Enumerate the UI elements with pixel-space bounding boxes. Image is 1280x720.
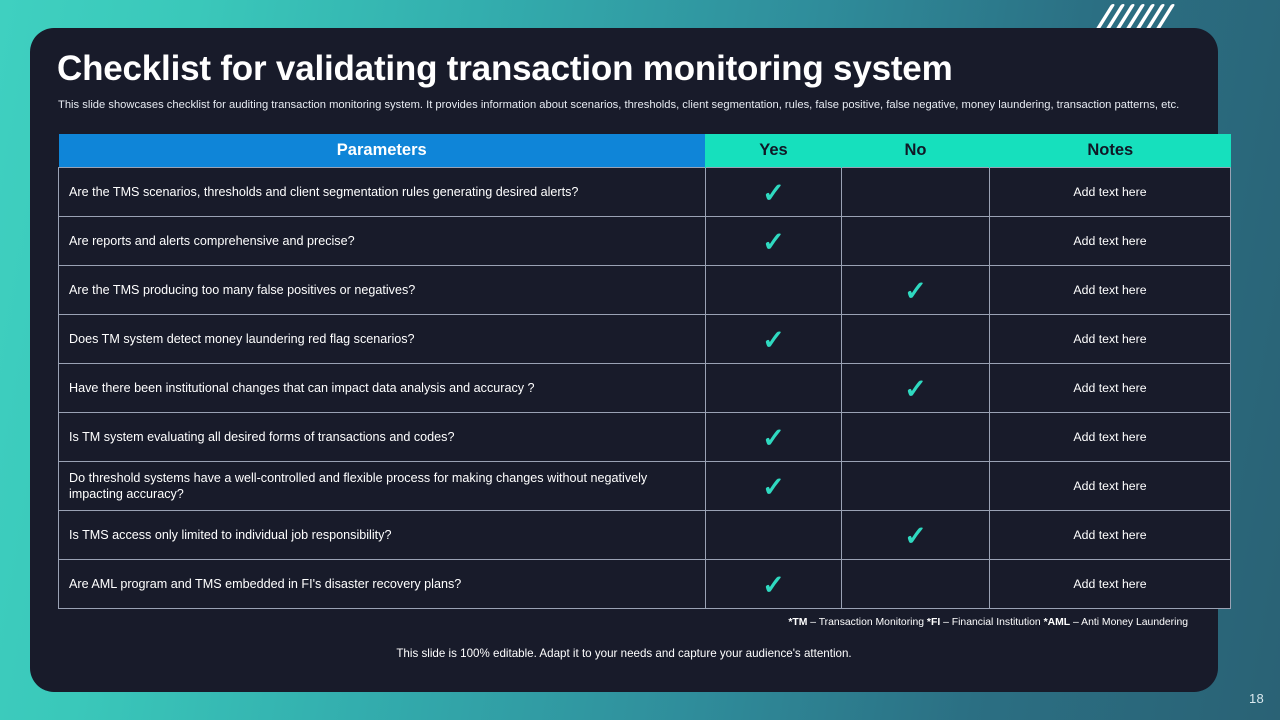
footnote-tm-text: – Transaction Monitoring [807, 617, 927, 629]
notes-cell[interactable]: Add text here [989, 265, 1231, 316]
check-icon: ✓ [762, 422, 785, 453]
table-row: Are the TMS producing too many false pos… [58, 265, 1231, 316]
slide-card: Checklist for validating transaction mon… [30, 28, 1231, 692]
table-row: Are reports and alerts comprehensive and… [58, 216, 1231, 267]
no-cell[interactable] [841, 216, 990, 267]
column-header-yes: Yes [705, 133, 842, 168]
table-header: Parameters Yes No Notes [58, 133, 1231, 168]
editable-caption: This slide is 100% editable. Adapt it to… [396, 647, 852, 661]
table-row: Have there been institutional changes th… [58, 363, 1231, 414]
yes-cell[interactable] [705, 265, 842, 316]
notes-cell[interactable]: Add text here [989, 363, 1231, 414]
no-cell[interactable] [841, 314, 990, 365]
parameter-cell: Do threshold systems have a well-control… [58, 461, 706, 512]
footnote-aml-text: – Anti Money Laundering [1070, 617, 1188, 629]
notes-cell[interactable]: Add text here [989, 461, 1231, 512]
page-subtitle: This slide showcases checklist for audit… [58, 98, 1180, 111]
yes-cell[interactable] [705, 510, 842, 561]
parameter-cell: Does TM system detect money laundering r… [58, 314, 706, 365]
parameter-cell: Have there been institutional changes th… [58, 363, 706, 414]
footnote-fi-abbr: *FI [926, 617, 941, 629]
notes-cell[interactable]: Add text here [989, 216, 1231, 267]
column-header-notes: Notes [989, 133, 1231, 168]
footnote-aml-abbr: *AML [1043, 617, 1071, 629]
parameter-cell: Are the TMS producing too many false pos… [58, 265, 706, 316]
no-cell[interactable] [841, 559, 990, 610]
notes-cell[interactable]: Add text here [989, 559, 1231, 610]
check-icon: ✓ [904, 275, 927, 306]
table-row: Are AML program and TMS embedded in FI's… [58, 559, 1231, 610]
table-row: Does TM system detect money laundering r… [58, 314, 1231, 365]
yes-cell[interactable]: ✓ [705, 167, 842, 218]
no-cell[interactable]: ✓ [841, 265, 990, 316]
parameter-cell: Is TM system evaluating all desired form… [58, 412, 706, 463]
notes-cell[interactable]: Add text here [989, 314, 1231, 365]
parameter-cell: Are the TMS scenarios, thresholds and cl… [58, 167, 706, 218]
table-row: Are the TMS scenarios, thresholds and cl… [58, 167, 1231, 218]
table-row: Do threshold systems have a well-control… [58, 461, 1231, 512]
footnote-tm-abbr: *TM [788, 617, 808, 629]
table-header-row: Parameters Yes No Notes [58, 133, 1231, 168]
no-cell[interactable]: ✓ [841, 363, 990, 414]
no-cell[interactable]: ✓ [841, 510, 990, 561]
column-header-no: No [841, 133, 990, 168]
check-icon: ✓ [762, 226, 785, 257]
no-cell[interactable] [841, 412, 990, 463]
check-icon: ✓ [762, 569, 785, 600]
checklist-table: Parameters Yes No Notes Are the TMS scen… [58, 133, 1231, 610]
check-icon: ✓ [762, 177, 785, 208]
parameter-cell: Are AML program and TMS embedded in FI's… [58, 559, 706, 610]
yes-cell[interactable]: ✓ [705, 314, 842, 365]
no-cell[interactable] [841, 167, 990, 218]
notes-cell[interactable]: Add text here [989, 412, 1231, 463]
abbreviation-footnote: *TM – Transaction Monitoring *FI – Finan… [56, 617, 1192, 628]
check-icon: ✓ [904, 373, 927, 404]
parameter-cell: Are reports and alerts comprehensive and… [58, 216, 706, 267]
yes-cell[interactable]: ✓ [705, 216, 842, 267]
page-number: 18 [1248, 691, 1264, 706]
parameter-cell: Is TMS access only limited to individual… [58, 510, 706, 561]
yes-cell[interactable]: ✓ [705, 559, 842, 610]
diagonal-slashes-decoration [1092, 4, 1222, 34]
check-icon: ✓ [762, 324, 785, 355]
check-icon: ✓ [904, 520, 927, 551]
no-cell[interactable] [841, 461, 990, 512]
table-body: Are the TMS scenarios, thresholds and cl… [58, 167, 1231, 610]
table-row: Is TMS access only limited to individual… [58, 510, 1231, 561]
yes-cell[interactable]: ✓ [705, 412, 842, 463]
check-icon: ✓ [762, 471, 785, 502]
table-row: Is TM system evaluating all desired form… [58, 412, 1231, 463]
column-header-parameters: Parameters [58, 133, 706, 168]
checklist-table-wrapper: Parameters Yes No Notes Are the TMS scen… [58, 133, 1231, 610]
notes-cell[interactable]: Add text here [989, 510, 1231, 561]
yes-cell[interactable]: ✓ [705, 461, 842, 512]
page-title: Checklist for validating transaction mon… [57, 49, 953, 88]
yes-cell[interactable] [705, 363, 842, 414]
footnote-fi-text: – Financial Institution [940, 617, 1044, 629]
notes-cell[interactable]: Add text here [989, 167, 1231, 218]
